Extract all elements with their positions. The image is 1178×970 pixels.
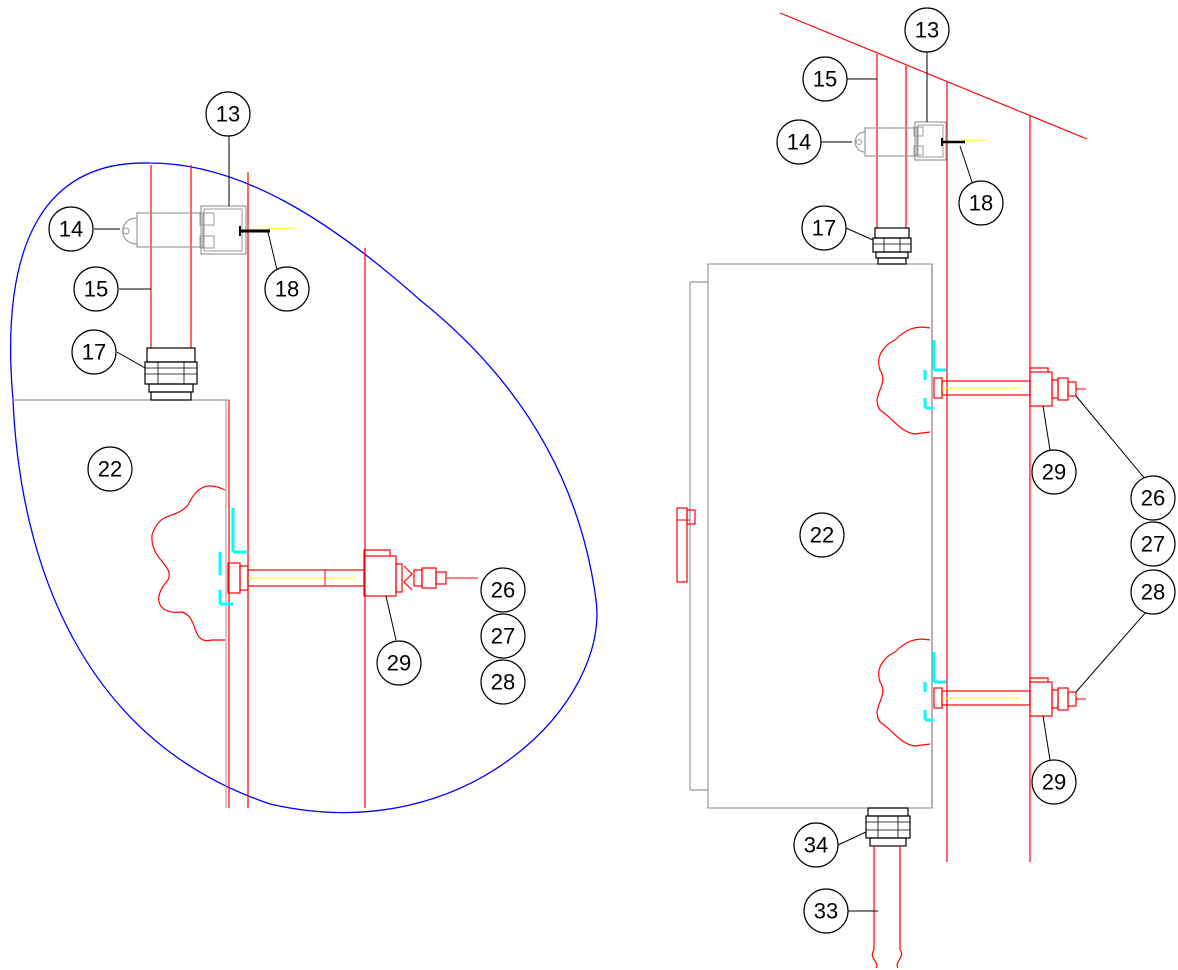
callout-33: 33 — [803, 888, 849, 934]
callout-26: 26 — [1130, 475, 1176, 521]
svg-text:22: 22 — [810, 523, 834, 548]
callout-18: 18 — [958, 180, 1004, 226]
break-out-lower — [876, 638, 931, 747]
cable-gland-bottom — [865, 807, 911, 847]
cable-gland-top — [872, 227, 912, 265]
door-handle — [676, 507, 696, 583]
callout-15: 15 — [73, 266, 119, 312]
pipe-clamp — [854, 127, 918, 157]
callout-17: 17 — [801, 205, 847, 251]
svg-text:28: 28 — [1141, 580, 1165, 605]
weld-bracket — [218, 508, 248, 606]
anchor-bolt — [227, 549, 478, 597]
callout-26: 26 — [480, 567, 526, 613]
svg-text:13: 13 — [915, 18, 939, 43]
callout-22: 22 — [799, 512, 845, 558]
pipe-clamp — [122, 212, 204, 248]
callout-27: 27 — [1130, 521, 1176, 567]
callout-14: 14 — [776, 119, 822, 165]
svg-text:27: 27 — [491, 624, 515, 649]
callout-18: 18 — [264, 266, 310, 312]
svg-text:29: 29 — [387, 651, 411, 676]
callout-28: 28 — [1130, 569, 1176, 615]
callout-29-lower: 29 — [1031, 759, 1077, 805]
detail-boundary — [10, 162, 598, 814]
svg-text:29: 29 — [1042, 770, 1066, 795]
break-out-upper — [876, 326, 931, 435]
callout-22: 22 — [87, 446, 133, 492]
anchor-bolt-upper — [933, 367, 1086, 407]
weld-bracket-upper — [923, 340, 946, 410]
callout-15: 15 — [802, 56, 848, 102]
flexible-conduit — [871, 846, 903, 969]
svg-text:15: 15 — [84, 277, 108, 302]
leader-lines-right — [821, 52, 1147, 912]
svg-text:27: 27 — [1141, 532, 1165, 557]
callout-34: 34 — [793, 822, 839, 868]
anchor-bolt-lower — [933, 677, 1086, 717]
callout-29-upper: 29 — [1031, 449, 1077, 495]
svg-text:28: 28 — [491, 670, 515, 695]
enclosure-box — [707, 263, 933, 809]
callout-17: 17 — [71, 329, 117, 375]
svg-text:18: 18 — [275, 277, 299, 302]
svg-text:29: 29 — [1042, 460, 1066, 485]
weld-bracket-lower — [923, 652, 946, 722]
callout-29: 29 — [376, 640, 422, 686]
callout-28: 28 — [480, 659, 526, 705]
screw — [239, 226, 297, 236]
svg-text:15: 15 — [813, 67, 837, 92]
svg-text:17: 17 — [82, 340, 106, 365]
leader-lines-left — [94, 134, 397, 641]
break-out-section — [151, 485, 226, 642]
svg-text:26: 26 — [1141, 486, 1165, 511]
callout-13: 13 — [205, 91, 251, 137]
svg-text:33: 33 — [814, 899, 838, 924]
right-elevation-view: 13 15 14 18 17 22 29 26 — [676, 7, 1176, 969]
section-cut-line — [779, 12, 1088, 140]
screw — [941, 138, 986, 146]
callout-14: 14 — [48, 206, 94, 252]
cable-gland — [144, 347, 198, 401]
callout-13: 13 — [904, 7, 950, 53]
svg-text:18: 18 — [969, 191, 993, 216]
svg-text:34: 34 — [804, 833, 828, 858]
svg-text:22: 22 — [98, 457, 122, 482]
svg-text:14: 14 — [787, 130, 811, 155]
callout-27: 27 — [480, 613, 526, 659]
svg-text:17: 17 — [812, 216, 836, 241]
svg-text:26: 26 — [491, 578, 515, 603]
left-detail-view: 13 14 15 17 18 22 26 27 — [10, 91, 598, 814]
svg-text:13: 13 — [216, 102, 240, 127]
svg-text:14: 14 — [59, 217, 83, 242]
